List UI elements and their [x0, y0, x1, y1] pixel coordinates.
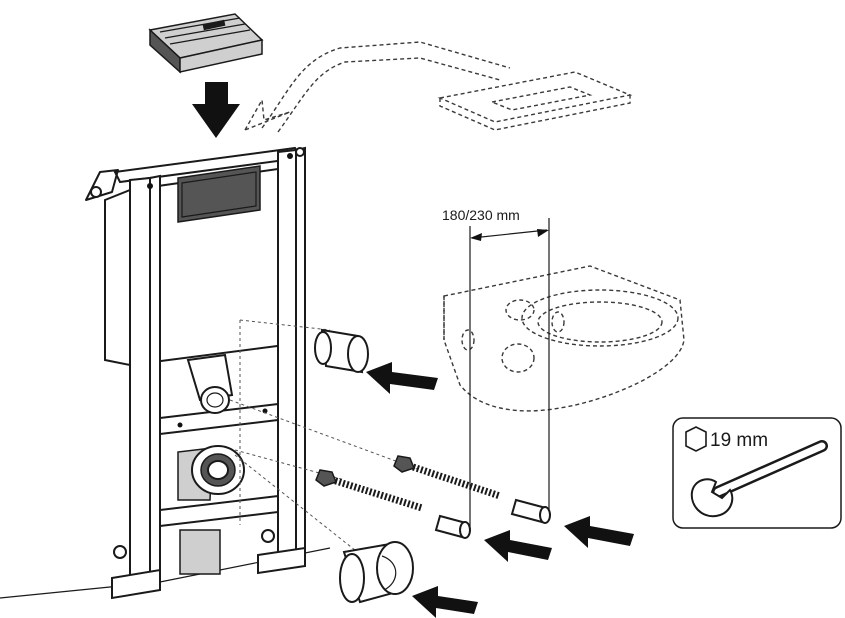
dimension-marker: 180/230 mm [442, 207, 550, 532]
wc-frame [85, 146, 306, 600]
dimension-label: 180/230 mm [442, 207, 520, 223]
wrench-icon [690, 440, 828, 518]
actuator-module [148, 13, 264, 74]
flush-plate-outline [437, 71, 633, 131]
hexagon-icon [685, 426, 707, 452]
arrow-left-icon [412, 586, 478, 618]
threaded-rods [315, 455, 502, 512]
tool-size-label: 19 mm [710, 430, 768, 451]
outlet-connector [339, 541, 414, 604]
dashed-path-arrow [243, 41, 511, 133]
inlet-connector [314, 328, 369, 374]
arrow-left-icon [564, 516, 634, 548]
arrow-left-icon [484, 530, 552, 562]
tool-box: 19 mm [672, 417, 842, 529]
rod-sleeves [434, 498, 551, 539]
arrow-left-icon [366, 362, 438, 394]
alignment-lines [229, 319, 421, 563]
toilet-bowl-outline [443, 265, 685, 412]
arrow-down-icon [192, 82, 240, 138]
